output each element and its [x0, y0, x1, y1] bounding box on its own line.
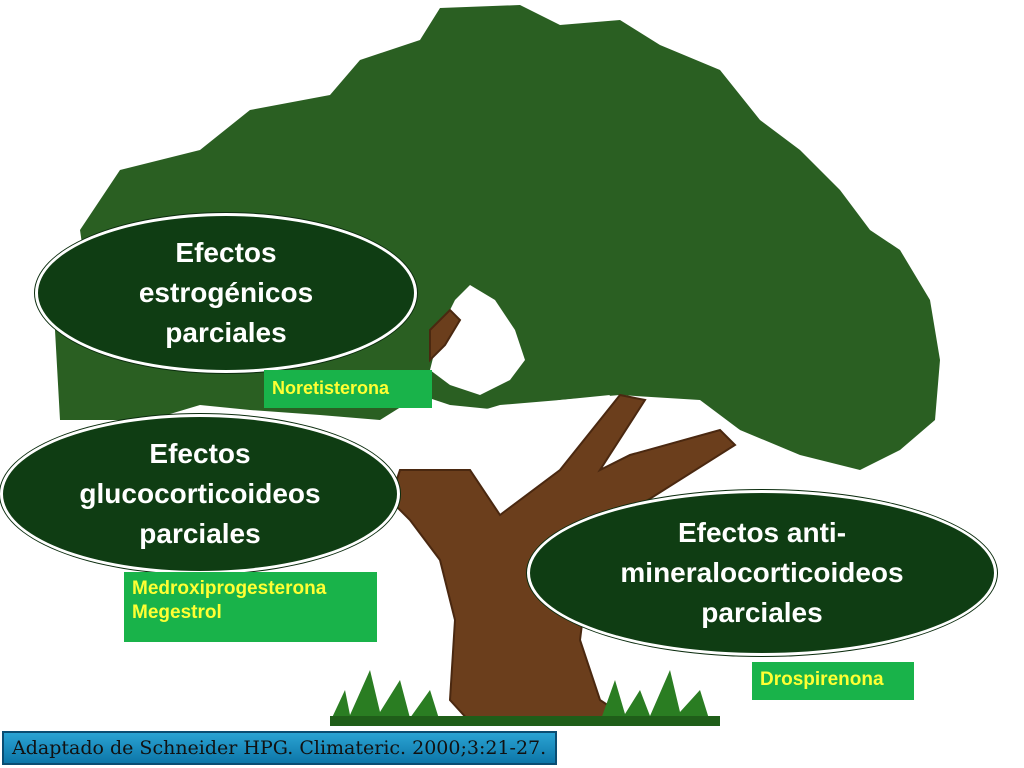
ellipse-glucocorticoid-line-3: parciales [139, 518, 261, 549]
ellipse-glucocorticoid-line-1: Efectos [149, 438, 251, 469]
ellipse-antimineralocorticoid-line-3: parciales [701, 597, 823, 628]
ellipse-antimineralocorticoid-effects: Efectos anti- mineralocorticoideos parci… [527, 490, 997, 656]
tag-drospirenona-text: Drospirenona [760, 669, 884, 690]
ellipse-estrogenic-line-1: Efectos [175, 237, 277, 268]
tag-noretisterona-text: Noretisterona [272, 378, 390, 398]
tag-noretisterona: Noretisterona [264, 370, 432, 408]
ellipse-estrogenic-line-3: parciales [165, 317, 287, 348]
grass [330, 670, 720, 726]
tag-medroxiprogesterona-text: Medroxiprogesterona [132, 578, 327, 599]
ellipse-estrogenic-line-2: estrogénicos [138, 277, 314, 308]
ellipse-estrogenic-effects: Efectos estrogénicos parciales [35, 213, 417, 373]
ellipse-antimineralocorticoid-line-2: mineralocorticoideos [620, 557, 904, 588]
ellipse-glucocorticoid-line-2: glucocorticoideos [79, 478, 321, 509]
tag-megestrol-text: Megestrol [132, 602, 222, 623]
tag-drospirenona: Drospirenona [752, 662, 914, 700]
tag-glucocorticoid-drugs: Medroxiprogesterona Megestrol [124, 572, 377, 642]
citation-bar: Adaptado de Schneider HPG. Climateric. 2… [2, 731, 557, 765]
ellipse-glucocorticoid-effects: Efectos glucocorticoideos parciales [0, 414, 400, 574]
ellipse-antimineralocorticoid-line-1: Efectos anti- [677, 517, 847, 548]
citation-text: Adaptado de Schneider HPG. Climateric. 2… [12, 737, 547, 759]
